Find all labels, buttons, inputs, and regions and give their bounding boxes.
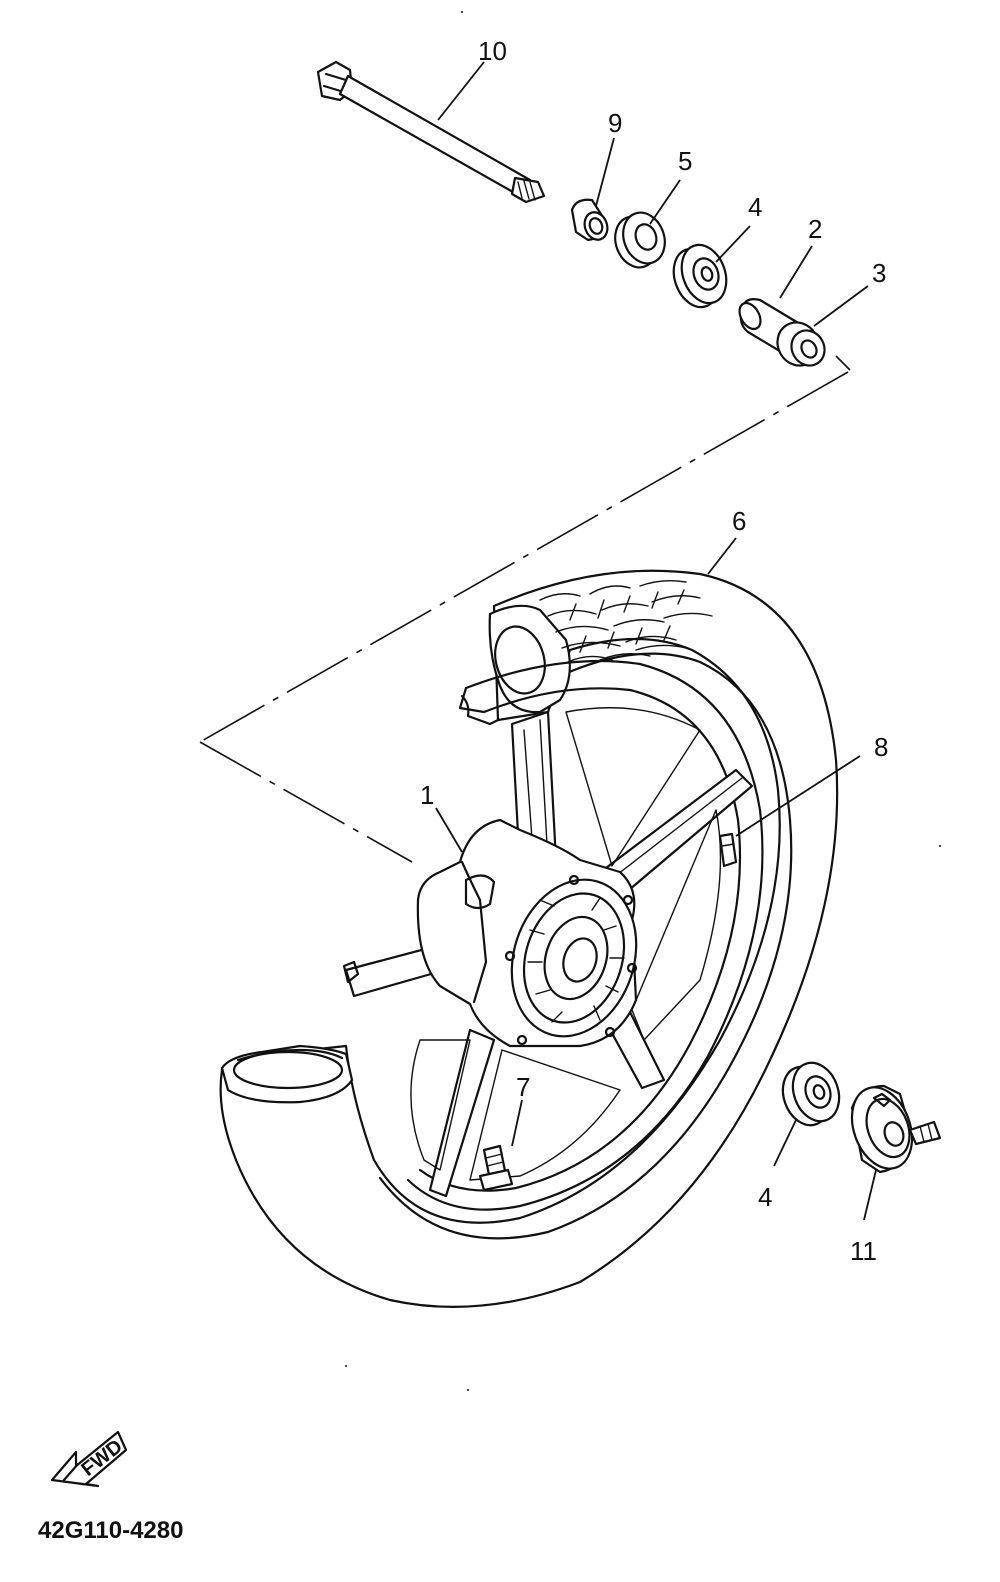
cast-wheel-part-1 bbox=[342, 659, 764, 1211]
balance-weight-part-8 bbox=[718, 832, 738, 868]
label-part-11: 11 bbox=[850, 1236, 877, 1266]
label-part-1: 1 bbox=[420, 780, 434, 810]
label-part-4-top: 4 bbox=[748, 192, 762, 222]
gear-unit-part-11 bbox=[850, 1084, 942, 1174]
label-part-7: 7 bbox=[516, 1072, 530, 1102]
label-part-8: 8 bbox=[874, 732, 888, 762]
flange-part-3 bbox=[776, 321, 826, 367]
bearing-part-4-top bbox=[672, 243, 728, 309]
axle-part-10 bbox=[316, 60, 546, 204]
label-part-2: 2 bbox=[808, 214, 822, 244]
assembly-guide-lines bbox=[199, 355, 851, 863]
part-labels: 10 9 5 4 2 3 6 8 1 7 4 11 bbox=[420, 36, 888, 1266]
label-part-9: 9 bbox=[608, 108, 622, 138]
bearing-part-4-bottom bbox=[781, 1061, 841, 1127]
valve-part-7 bbox=[478, 1144, 514, 1192]
leader-lines bbox=[435, 61, 877, 1221]
collar-part-9 bbox=[570, 198, 609, 242]
label-part-4-bottom: 4 bbox=[758, 1182, 772, 1212]
oil-seal-part-5 bbox=[614, 211, 666, 269]
label-part-10: 10 bbox=[478, 36, 507, 66]
tire-part-6 bbox=[219, 569, 839, 1308]
label-part-5: 5 bbox=[678, 146, 692, 176]
label-part-3: 3 bbox=[872, 258, 886, 288]
label-part-6: 6 bbox=[732, 506, 746, 536]
forward-direction-arrow: FWD bbox=[50, 1430, 128, 1488]
scan-specks bbox=[345, 11, 941, 1391]
drawing-code: 42G110-4280 bbox=[38, 1517, 183, 1544]
